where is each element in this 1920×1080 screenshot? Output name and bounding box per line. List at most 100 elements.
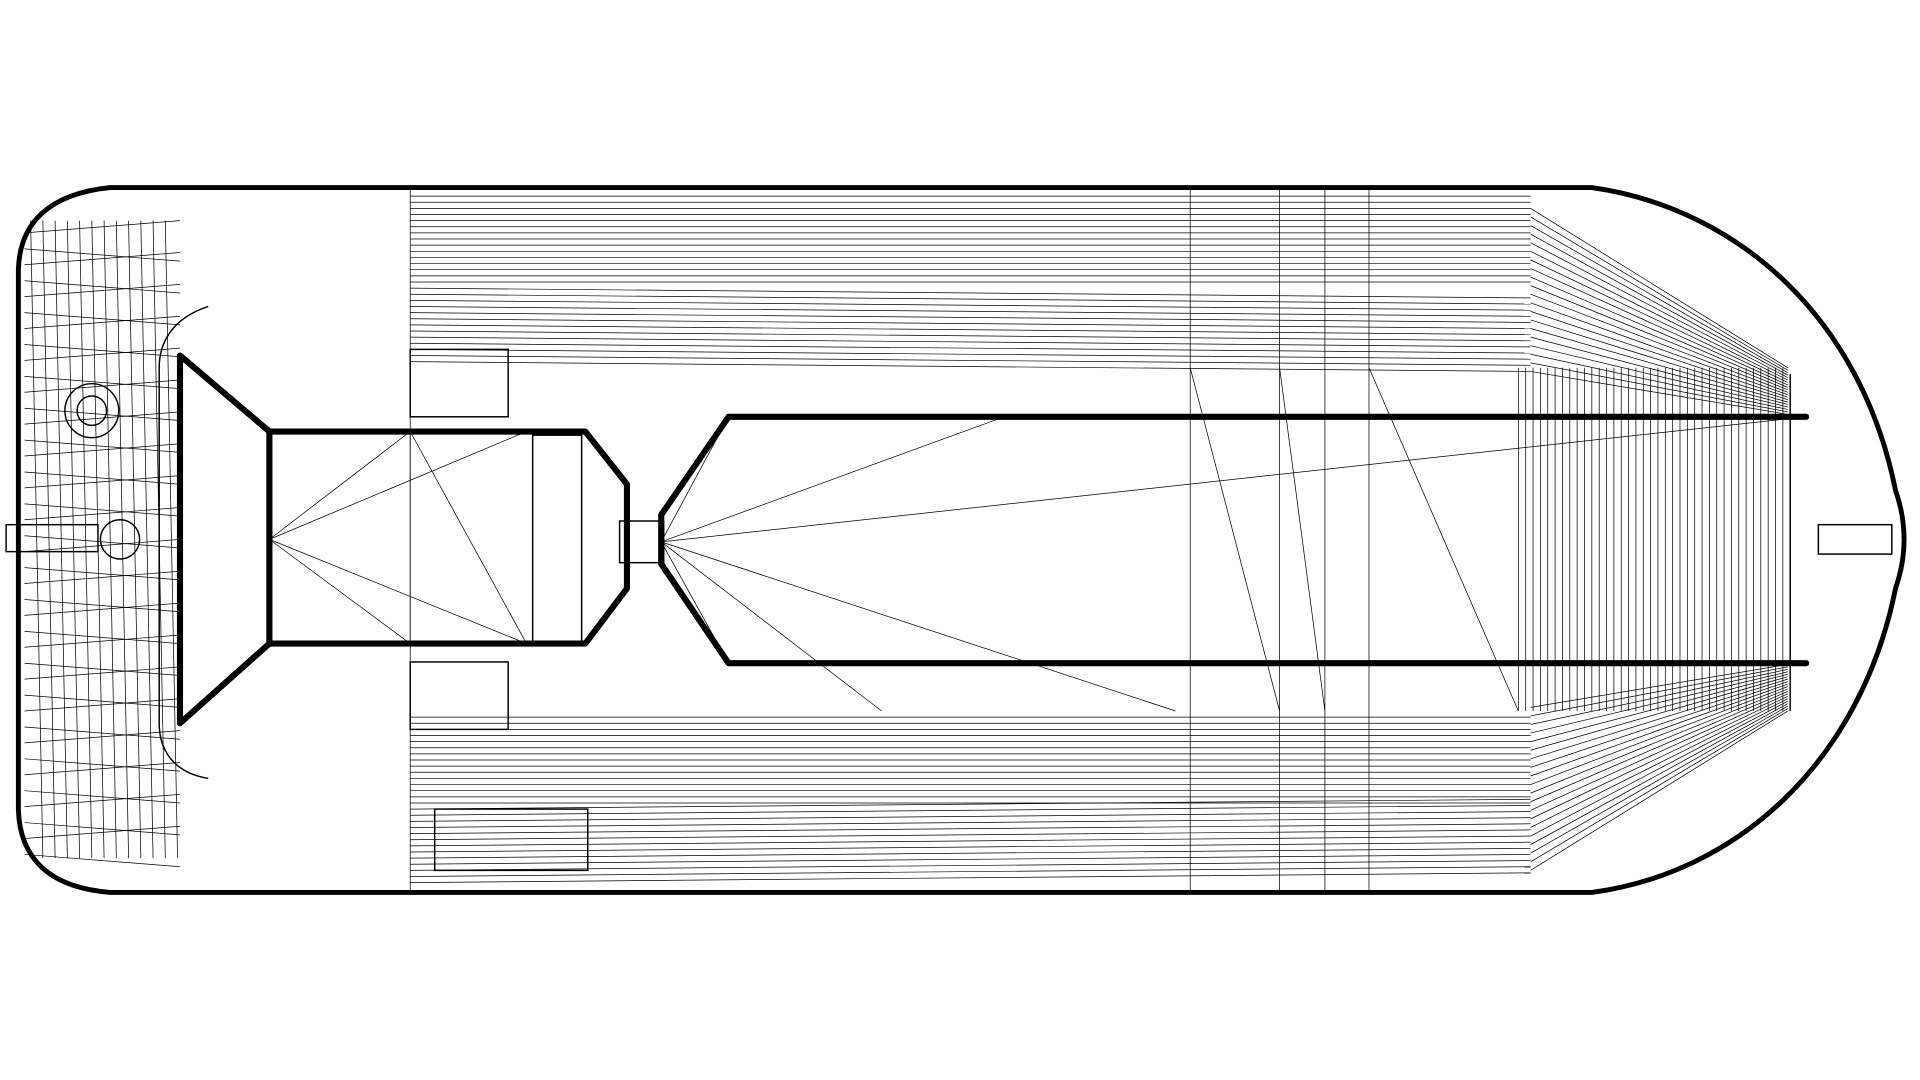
mesh-line	[1530, 678, 1788, 760]
mesh-line	[1530, 345, 1788, 408]
mesh-line	[24, 825, 181, 839]
mesh-line	[24, 602, 181, 616]
mesh-line	[24, 535, 181, 549]
mesh-line	[24, 475, 181, 489]
mesh-line	[164, 220, 178, 859]
mesh-line	[24, 662, 181, 676]
mesh-line	[410, 872, 1531, 884]
mesh-line	[24, 634, 181, 648]
mesh-line	[1530, 233, 1788, 376]
mesh-line	[269, 539, 527, 644]
mesh-line	[140, 220, 154, 859]
mesh-line	[24, 507, 181, 521]
mesh-line	[1530, 688, 1788, 794]
mesh-line	[269, 539, 411, 644]
mesh-line	[410, 306, 1531, 317]
mesh-line	[24, 375, 181, 389]
mesh-line	[1530, 664, 1788, 708]
mesh-line	[410, 866, 1531, 877]
mesh-line	[24, 312, 181, 326]
mesh-line	[1530, 693, 1788, 811]
mesh-line	[1530, 242, 1788, 378]
mesh-line	[1530, 700, 1788, 837]
mesh-line	[661, 541, 882, 712]
mesh-line	[410, 811, 1531, 822]
mesh-line	[24, 284, 181, 298]
mesh-line	[410, 805, 1531, 816]
mesh-line	[1530, 259, 1788, 383]
mesh-line	[1279, 367, 1326, 712]
mesh-line	[24, 666, 181, 680]
mesh-line	[24, 630, 181, 644]
mesh-line	[1368, 367, 1519, 712]
mesh-line	[1530, 208, 1788, 369]
mesh-line	[24, 280, 181, 294]
mesh-line	[410, 798, 1531, 810]
seat-starboard	[409, 661, 509, 731]
mesh-line	[1530, 276, 1788, 388]
mesh-line	[1530, 708, 1788, 863]
mesh-line	[24, 443, 181, 457]
mesh-line	[24, 503, 181, 517]
mesh-line	[1530, 681, 1788, 768]
inner-gunwale-outline	[158, 305, 209, 780]
cockpit-frame	[176, 352, 630, 727]
mesh-line	[24, 252, 181, 266]
mesh-line	[1530, 371, 1788, 415]
mesh-line	[103, 220, 117, 859]
mesh-line	[1530, 268, 1788, 386]
mesh-line	[24, 344, 181, 358]
mesh-line	[269, 431, 527, 540]
mesh-line	[1530, 698, 1788, 828]
mesh-line	[54, 220, 68, 859]
mesh-line	[1530, 705, 1788, 854]
bow-fitting	[1817, 523, 1893, 555]
mesh-line	[24, 471, 181, 485]
mesh-line	[410, 817, 1531, 828]
hull-mesh-lines	[24, 187, 1807, 893]
mesh-line	[1530, 285, 1788, 391]
mesh-line	[410, 299, 1531, 311]
mesh-line	[410, 835, 1531, 847]
mesh-line	[24, 407, 181, 421]
mesh-line	[410, 361, 1531, 372]
mesh-line	[1530, 336, 1788, 405]
mesh-line	[410, 829, 1531, 841]
mesh-line	[1530, 353, 1788, 410]
mesh-line	[1530, 328, 1788, 403]
mesh-line	[128, 220, 142, 859]
mesh-line	[79, 220, 93, 859]
mesh-line	[1530, 703, 1788, 845]
mesh-line	[410, 318, 1531, 329]
mesh-line	[24, 570, 181, 584]
mesh-line	[1530, 695, 1788, 820]
mesh-line	[24, 411, 181, 425]
mesh-line	[1530, 293, 1788, 393]
mesh-line	[24, 315, 181, 329]
mesh-line	[30, 220, 44, 859]
mesh-line	[410, 841, 1531, 853]
hull-outline	[15, 185, 1907, 895]
mesh-line	[410, 860, 1531, 871]
mesh-line	[1189, 367, 1280, 712]
mesh-line	[42, 220, 56, 859]
mesh-line	[24, 794, 181, 807]
mesh-line	[410, 324, 1531, 336]
mesh-line	[1530, 676, 1788, 751]
mesh-line	[24, 567, 181, 581]
mesh-line	[1530, 668, 1788, 725]
mesh-line	[24, 698, 181, 712]
mesh-line	[1530, 686, 1788, 785]
mesh-line	[410, 336, 1531, 348]
mesh-line	[410, 312, 1531, 323]
mesh-line	[1530, 319, 1788, 400]
mesh-line	[661, 416, 1807, 543]
mesh-line	[410, 823, 1531, 834]
mesh-line	[410, 349, 1531, 360]
mesh-line	[1530, 710, 1788, 871]
mesh-line	[269, 431, 411, 540]
mesh-line	[24, 790, 181, 804]
seat-port	[409, 348, 509, 418]
mesh-line	[24, 726, 181, 740]
